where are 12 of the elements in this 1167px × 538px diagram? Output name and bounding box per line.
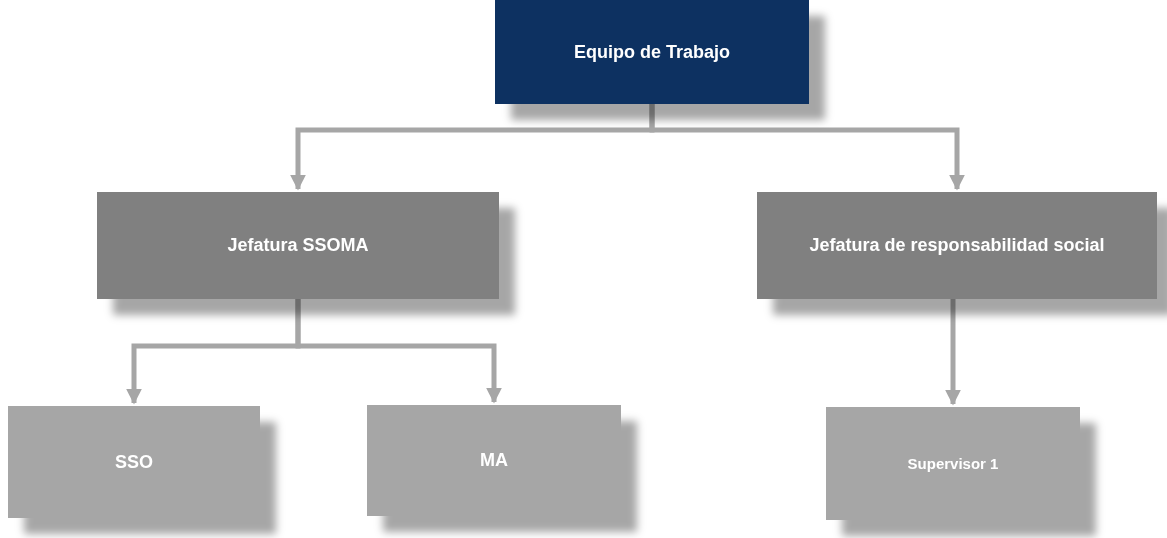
box-label: MA [479,449,509,473]
box-label: SSO [114,450,154,474]
arrow [295,299,502,404]
box-label: Equipo de Trabajo [573,40,731,64]
department-box [757,192,1157,299]
arrow [945,299,961,406]
arrow [649,104,965,191]
department-box [97,192,499,299]
box-label: Jefatura de responsabilidad social [808,234,1106,258]
box-label: Jefatura SSOMA [226,234,370,258]
box-label: Supervisor 1 [906,453,1000,474]
header-box [495,0,809,104]
